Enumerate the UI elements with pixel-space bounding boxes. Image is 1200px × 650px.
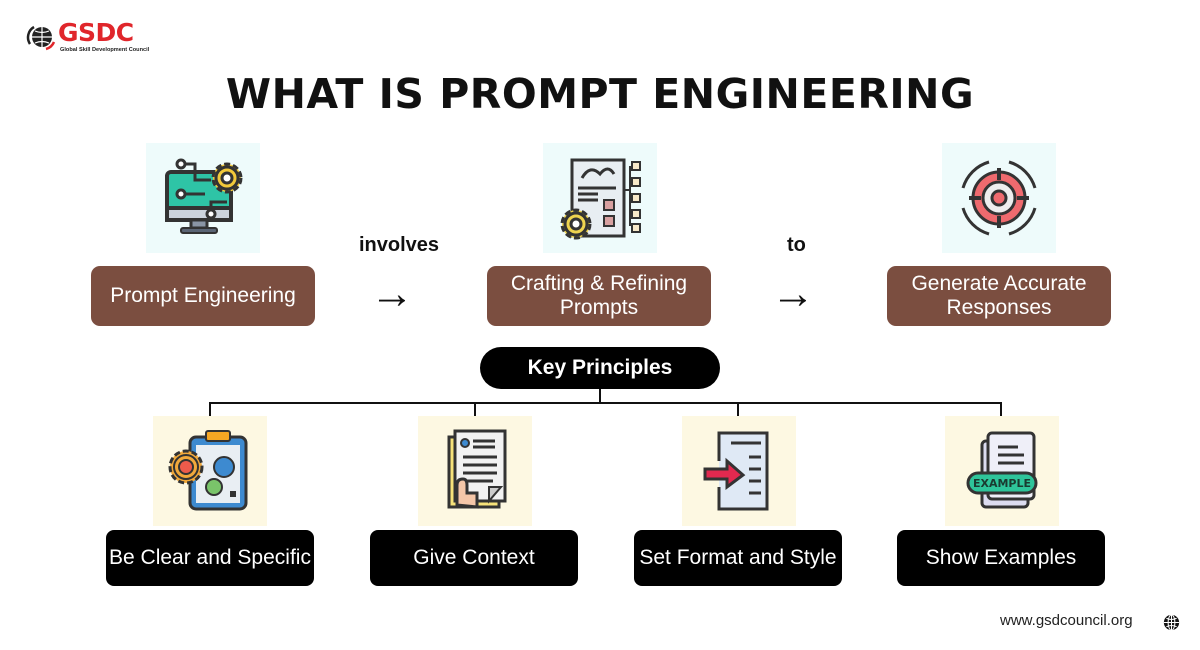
flow-step-generate-responses: Generate Accurate Responses	[887, 266, 1111, 326]
target-cycle-icon	[942, 143, 1056, 253]
logo-globe-icon	[26, 25, 56, 51]
example-document-icon: EXAMPLE	[945, 416, 1059, 526]
document-arrow-icon	[682, 416, 796, 526]
tree-line-branch	[737, 402, 739, 416]
tree-line-branch	[474, 402, 476, 416]
tree-line-branch	[1000, 402, 1002, 416]
flow-step-prompt-engineering: Prompt Engineering	[91, 266, 315, 326]
logo-name: GSDC	[58, 18, 134, 47]
principle-set-format-style: Set Format and Style	[634, 530, 842, 586]
right-arrow-icon: →	[771, 269, 815, 318]
connector-label-to: to	[787, 234, 806, 256]
connector-label-involves: involves	[359, 234, 440, 256]
document-hand-icon	[418, 416, 532, 526]
tree-line-branch	[209, 402, 211, 416]
website-link[interactable]: www.gsdcouncil.org	[1000, 612, 1133, 629]
principle-be-clear-specific: Be Clear and Specific	[106, 530, 314, 586]
logo-subtitle: Global Skill Development Council	[60, 47, 150, 53]
key-principles-heading: Key Principles	[480, 347, 720, 389]
gsdc-logo: GSDC Global Skill Development Council	[26, 18, 150, 56]
flow-step-crafting-refining: Crafting & Refining Prompts	[487, 266, 711, 326]
principle-show-examples: Show Examples	[897, 530, 1105, 586]
computer-gear-icon	[146, 143, 260, 253]
document-workflow-gear-icon	[543, 143, 657, 253]
tree-line-stem	[599, 389, 601, 403]
right-arrow-icon: →	[370, 269, 414, 318]
svg-text:EXAMPLE: EXAMPLE	[973, 477, 1031, 490]
page-title: WHAT IS PROMPT ENGINEERING	[225, 70, 975, 118]
globe-icon	[1163, 614, 1180, 631]
principle-give-context: Give Context	[370, 530, 578, 586]
tree-line-horizontal	[209, 402, 1002, 404]
clipboard-gear-chart-icon	[153, 416, 267, 526]
